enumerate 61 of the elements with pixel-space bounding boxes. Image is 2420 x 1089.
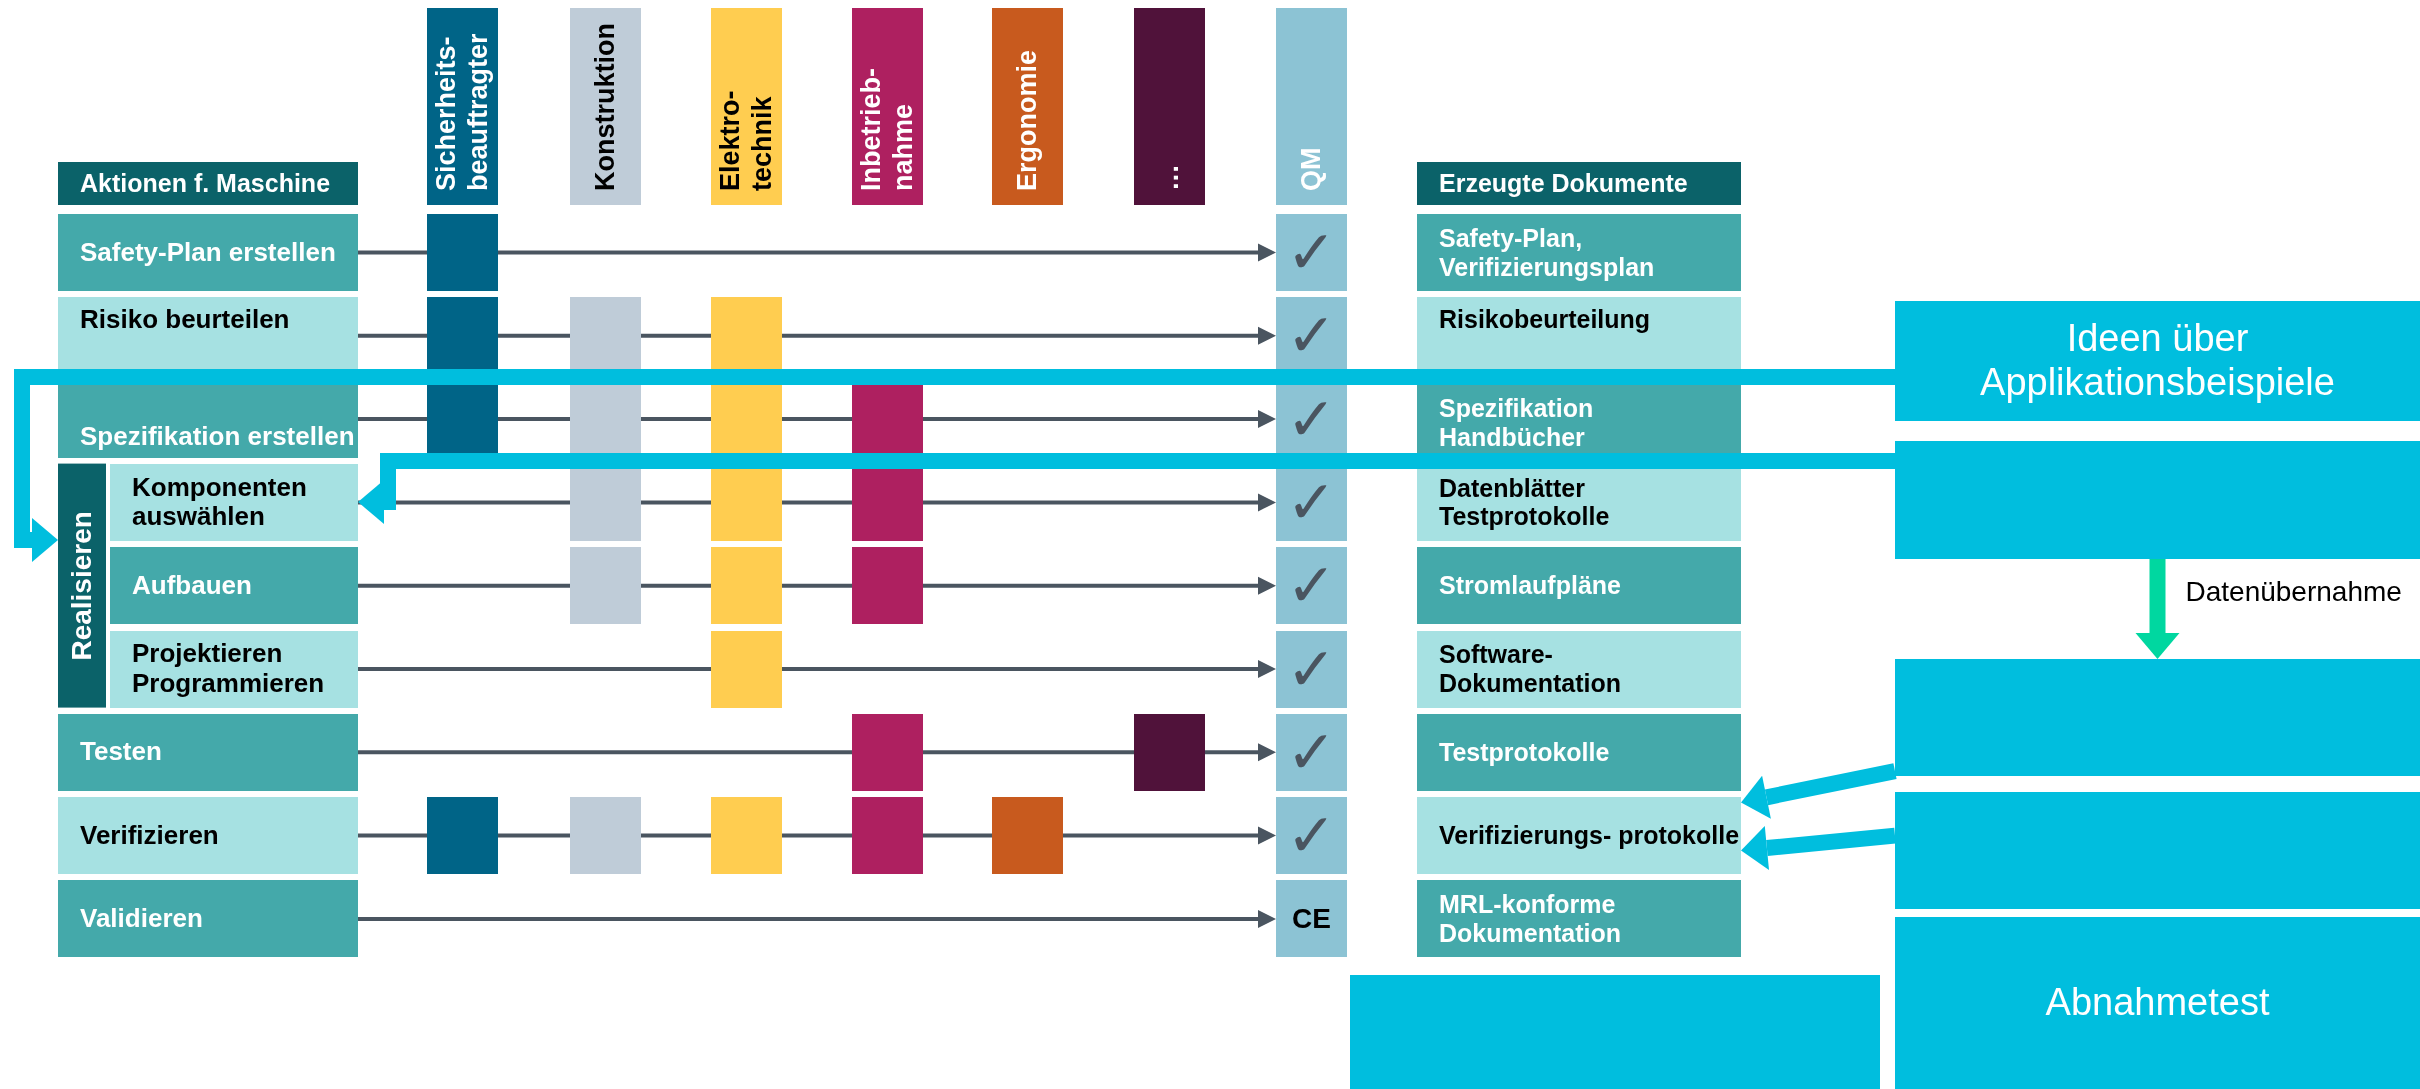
empty-box — [1350, 975, 1880, 1089]
arrow — [923, 576, 1276, 595]
matrix-cell — [570, 547, 641, 625]
phase-bar: Realisieren — [58, 463, 106, 708]
matrix-cell — [852, 713, 923, 791]
column-header: Ergonomie — [992, 8, 1063, 205]
arrow — [782, 326, 1276, 345]
matrix-cell — [852, 797, 923, 875]
qm-cell: ✓ — [1276, 713, 1347, 791]
info-box: Ideen über Applikationsbeispiele — [1895, 301, 2420, 421]
arrow — [358, 453, 1895, 524]
qm-cell: ✓ — [1276, 547, 1347, 625]
matrix-cell — [427, 214, 498, 291]
qm-cell: ✓ — [1276, 630, 1347, 708]
arrow — [14, 369, 1895, 562]
matrix-cell — [711, 547, 782, 625]
column-header: … — [1134, 8, 1205, 205]
arrow — [498, 243, 1276, 262]
process-box: Aufbauen — [110, 547, 358, 625]
empty-box — [1895, 792, 2420, 909]
matrix-cell — [852, 547, 923, 625]
process-box: Projektieren Programmieren — [110, 630, 358, 708]
matrix-cell — [1134, 713, 1205, 791]
empty-box — [1895, 659, 2420, 776]
document-box: Verifizierungs- protokolle — [1417, 797, 1741, 875]
arrow — [1741, 826, 1896, 870]
table-header: Erzeugte Dokumente — [1417, 162, 1741, 205]
arrow — [923, 410, 1276, 429]
process-box: Safety-Plan erstellen — [58, 214, 358, 291]
arrow — [923, 493, 1276, 512]
matrix-cell — [427, 797, 498, 875]
matrix-cell — [570, 797, 641, 875]
table-header: Aktionen f. Maschine — [58, 162, 358, 205]
matrix-cell — [711, 797, 782, 875]
arrow — [1741, 763, 1897, 819]
matrix-cell — [711, 630, 782, 708]
column-header: Inbetrieb- nahme — [852, 8, 923, 205]
document-box: Testprotokolle — [1417, 713, 1741, 791]
qm-cell: ✓ — [1276, 214, 1347, 291]
qm-cell: ✓ — [1276, 797, 1347, 875]
arrow — [1063, 826, 1276, 845]
arrow — [1205, 743, 1276, 762]
arrow — [2135, 559, 2180, 659]
column-header: Konstruktion — [570, 8, 641, 205]
empty-box — [1895, 441, 2420, 559]
document-box: MRL-konforme Dokumentation — [1417, 880, 1741, 958]
arrow — [782, 660, 1276, 678]
process-box: Verifizieren — [58, 797, 358, 875]
qm-cell: CE — [1276, 880, 1347, 958]
arrow — [358, 909, 1276, 928]
column-header: Elektro- technik — [711, 8, 782, 205]
process-box: Testen — [58, 713, 358, 791]
process-box: Validieren — [58, 880, 358, 958]
document-box: Stromlaufpläne — [1417, 547, 1741, 625]
document-box: Software- Dokumentation — [1417, 630, 1741, 708]
document-box: Safety-Plan, Verifizierungsplan — [1417, 214, 1741, 291]
column-header: QM — [1276, 8, 1347, 205]
info-box: Abnahmetest — [1895, 917, 2420, 1089]
matrix-cell — [992, 797, 1063, 875]
process-box: Komponenten auswählen — [110, 463, 358, 541]
column-header: Sicherheits- beauftragter — [427, 8, 498, 205]
